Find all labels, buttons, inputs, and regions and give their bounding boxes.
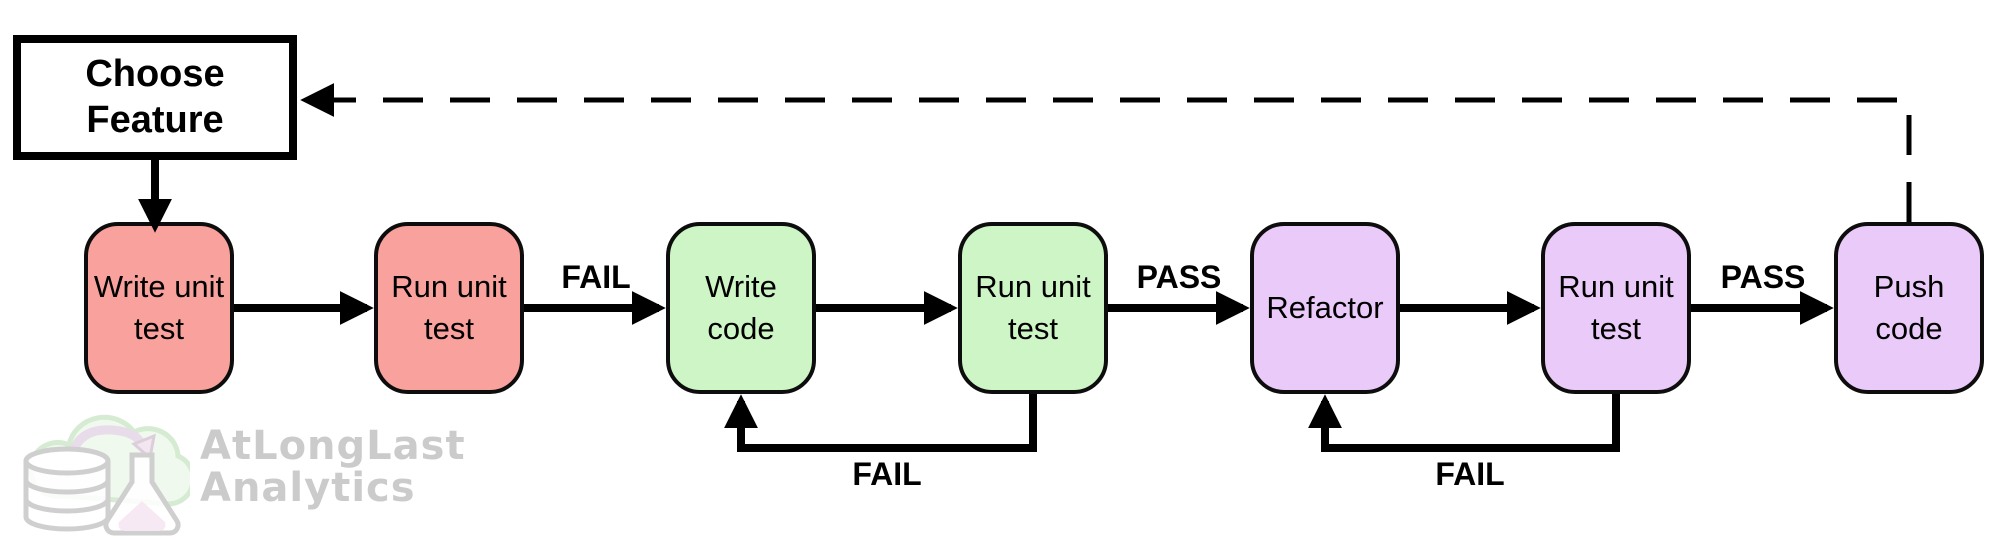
node-write-unit-test: Write unit test [84, 222, 234, 394]
dashed-arrow-push-code-to-choose-feature [300, 83, 1912, 222]
node-run-unit-test-1: Run unit test [374, 222, 524, 394]
swirl-arrow-icon [67, 425, 147, 456]
node-run-unit-test-2: Run unit test [958, 222, 1108, 394]
node-push-code: Push code [1834, 222, 1984, 394]
node-label: Run unit test [1558, 269, 1674, 346]
node-choose-feature: Choose Feature [13, 35, 297, 160]
flask-icon [103, 452, 181, 536]
edge-label-fail-loop-1: FAIL [852, 456, 922, 492]
node-label: Run unit test [975, 269, 1091, 346]
atlonglast-logo-icon [23, 414, 190, 536]
node-write-code: Write code [666, 222, 816, 394]
flask-liquid [118, 501, 166, 531]
watermark-line2: Analytics [200, 465, 416, 511]
node-label: Run unit test [391, 269, 507, 346]
node-label: Refactor [1266, 290, 1384, 326]
node-label: Push code [1873, 269, 1945, 346]
arrow-fail-loop-to-refactor [1308, 394, 1620, 452]
node-label: Write code [705, 269, 777, 346]
node-label: Write unit test [93, 269, 225, 346]
edge-label-fail-forward: FAIL [561, 259, 631, 295]
node-refactor: Refactor [1250, 222, 1400, 394]
edge-label-pass-1: PASS [1136, 259, 1222, 295]
arrow-fail-loop-to-write-code [724, 394, 1037, 452]
edge-label-pass-2: PASS [1720, 259, 1806, 295]
watermark-line1: AtLongLast [200, 423, 466, 469]
watermark-text: AtLongLast Analytics [200, 425, 466, 509]
node-choose-feature-label: Choose Feature [85, 52, 225, 141]
watermark: AtLongLast Analytics [20, 398, 466, 536]
edge-label-fail-loop-2: FAIL [1435, 456, 1505, 492]
node-run-unit-test-3: Run unit test [1541, 222, 1691, 394]
